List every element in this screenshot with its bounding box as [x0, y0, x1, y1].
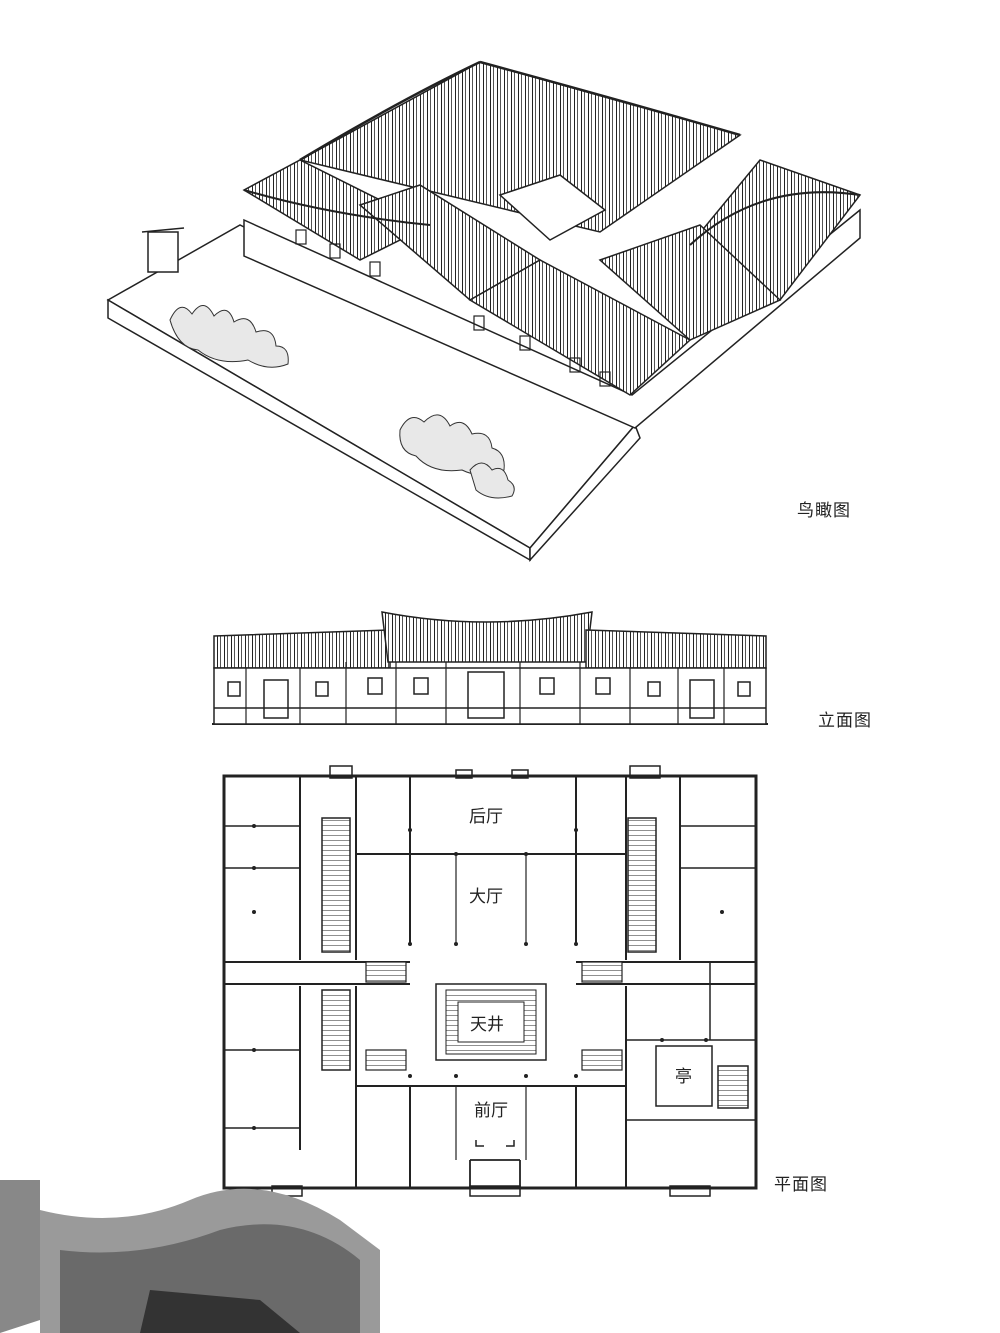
label-pavilion: 亭 — [675, 1067, 692, 1087]
caption-aerial-view: 鸟瞰图 — [797, 501, 851, 521]
torn-paper-texture — [0, 1180, 380, 1333]
elevation-left-door — [263, 679, 289, 719]
elevation-left-roof — [213, 629, 391, 669]
aerial-view-drawing — [106, 60, 862, 562]
right-stair-upper — [627, 817, 657, 953]
elevation-right-roof — [585, 629, 767, 669]
left-stair-upper — [321, 817, 351, 953]
caption-plan: 平面图 — [774, 1175, 828, 1195]
left-stair-lower — [321, 989, 351, 1071]
label-main-hall: 大厅 — [469, 887, 503, 907]
label-back-hall: 后厅 — [469, 807, 503, 827]
label-courtyard: 天井 — [470, 1015, 504, 1035]
right-stair-lower — [717, 1065, 749, 1109]
elevation-right-door — [689, 679, 715, 719]
front-right-roof — [598, 224, 782, 341]
elevation-windows — [227, 677, 751, 697]
elevation-wall — [213, 667, 767, 725]
pavilion-outline — [655, 1045, 713, 1107]
caption-elevation: 立面图 — [818, 711, 872, 731]
courtyard-outline — [435, 983, 547, 1061]
front-entry — [469, 1159, 521, 1188]
column-dots — [252, 824, 724, 1130]
plan-outer-wall — [222, 774, 758, 1190]
floor-plan-drawing — [222, 765, 758, 1197]
shrubs — [169, 305, 515, 499]
elevation-drawing — [212, 611, 768, 725]
elevation-center-roof — [381, 611, 593, 663]
aerial-windows — [295, 229, 611, 387]
yard-gate — [147, 231, 179, 273]
elevation-main-door — [467, 671, 505, 719]
courtyard-opening — [498, 174, 607, 241]
label-front-hall: 前厅 — [474, 1101, 508, 1121]
